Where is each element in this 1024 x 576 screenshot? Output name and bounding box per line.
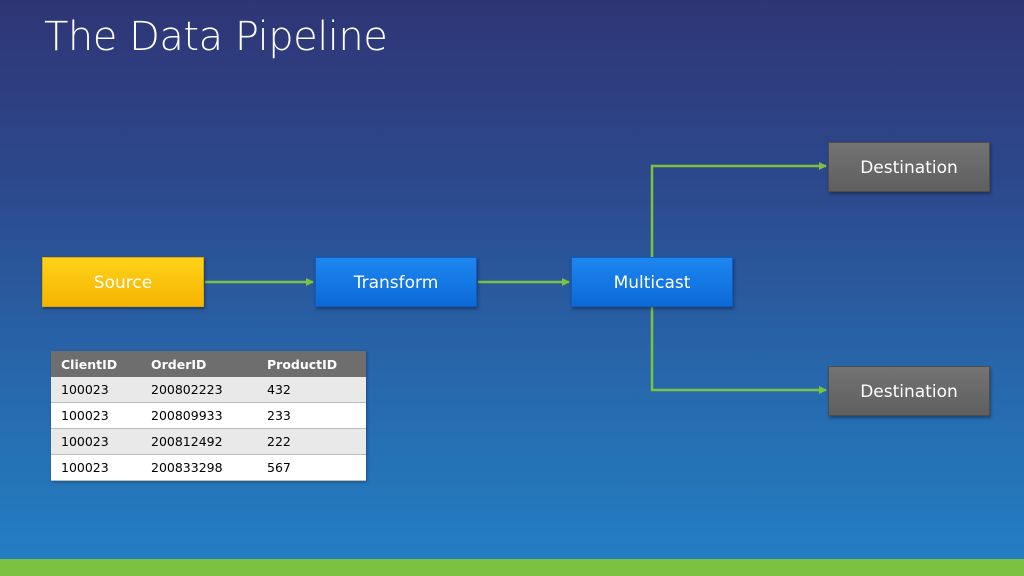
cell-productid: 222 — [257, 428, 366, 455]
cell-orderid: 200833298 — [141, 454, 257, 481]
column-header-productid: ProductID — [257, 351, 366, 377]
destination-node-top: Destination — [828, 142, 990, 192]
table-row: 100023 200833298 567 — [51, 454, 366, 481]
column-header-clientid: ClientID — [51, 351, 141, 377]
cell-clientid: 100023 — [51, 402, 141, 429]
cell-clientid: 100023 — [51, 454, 141, 481]
cell-productid: 432 — [257, 377, 366, 403]
arrow-multicast-to-destination-top — [650, 162, 827, 257]
cell-orderid: 200802223 — [141, 377, 257, 403]
cell-clientid: 100023 — [51, 377, 141, 403]
multicast-node: Multicast — [571, 257, 733, 307]
table-row: 100023 200802223 432 — [51, 377, 366, 403]
cell-orderid: 200809933 — [141, 402, 257, 429]
slide-title: The Data Pipeline — [44, 14, 388, 60]
cell-productid: 233 — [257, 402, 366, 429]
sample-data-table: ClientID OrderID ProductID 100023 200802… — [51, 351, 366, 481]
cell-clientid: 100023 — [51, 428, 141, 455]
transform-node: Transform — [315, 257, 477, 307]
column-header-orderid: OrderID — [141, 351, 257, 377]
arrow-multicast-to-destination-bottom — [650, 307, 827, 394]
table-header-row: ClientID OrderID ProductID — [51, 351, 366, 377]
table-row: 100023 200812492 222 — [51, 428, 366, 455]
table-row: 100023 200809933 233 — [51, 402, 366, 429]
footer-accent-bar — [0, 559, 1024, 576]
cell-productid: 567 — [257, 454, 366, 481]
destination-node-bottom: Destination — [828, 366, 990, 416]
cell-orderid: 200812492 — [141, 428, 257, 455]
source-node: Source — [42, 257, 204, 307]
